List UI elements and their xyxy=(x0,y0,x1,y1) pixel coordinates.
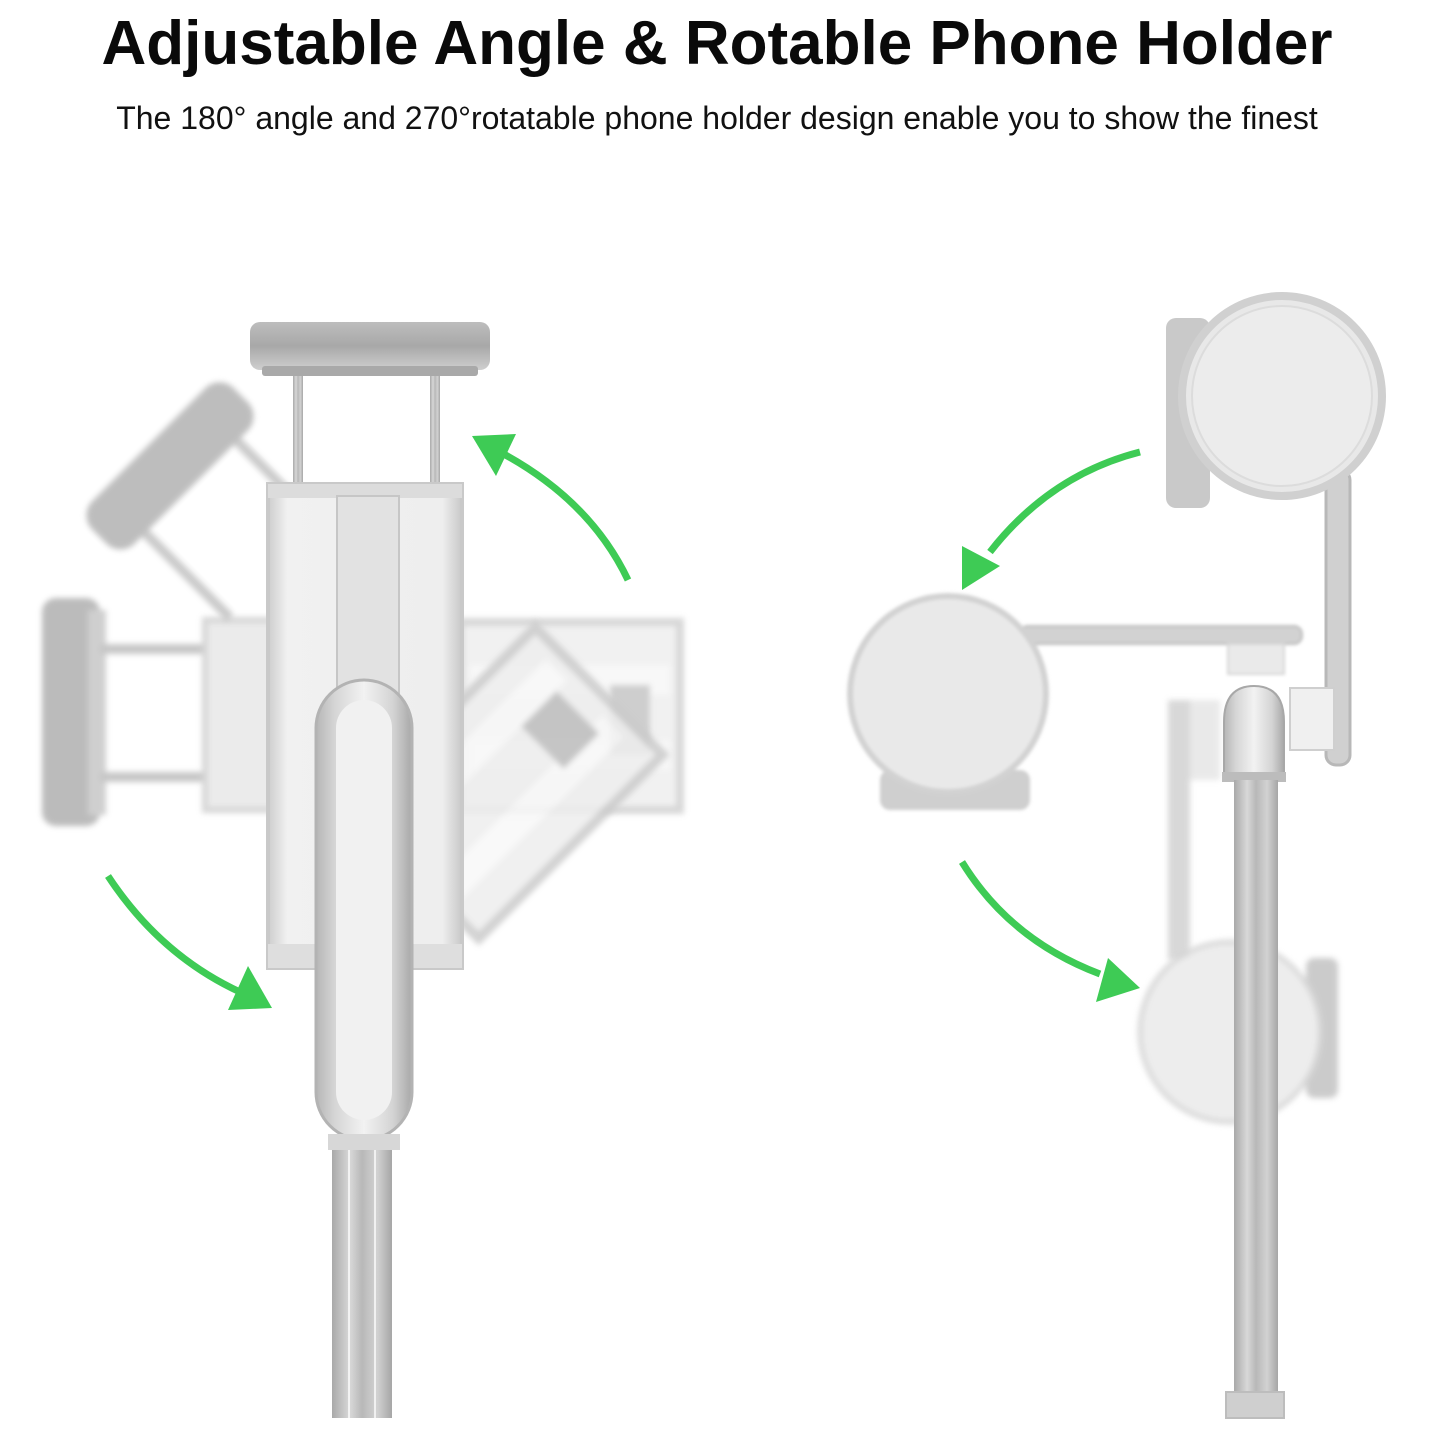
rotate-arrow-down-icon xyxy=(105,874,272,1010)
page-subtitle: The 180° angle and 270°rotatable phone h… xyxy=(116,100,1318,136)
right-pole xyxy=(1225,780,1285,1419)
main-disc xyxy=(1166,292,1386,767)
page-title: Adjustable Angle & Rotable Phone Holder xyxy=(101,9,1333,78)
right-side-illustration xyxy=(847,292,1386,1419)
rotate-arrow-down-right-icon xyxy=(959,860,1140,1002)
ghost-clamp-left xyxy=(42,598,283,826)
ghost-rear-rod xyxy=(1168,700,1220,960)
left-pole xyxy=(332,1150,392,1418)
right-joint xyxy=(1222,684,1286,782)
ghost-disc-left xyxy=(847,593,1303,810)
left-clamp-illustration xyxy=(42,322,684,1418)
main-clamp-top-cap xyxy=(250,322,490,486)
rotate-arrow-down-left-icon xyxy=(962,448,1141,590)
rotate-arrow-up-icon xyxy=(472,434,632,582)
main-clamp-handle xyxy=(314,678,414,1150)
